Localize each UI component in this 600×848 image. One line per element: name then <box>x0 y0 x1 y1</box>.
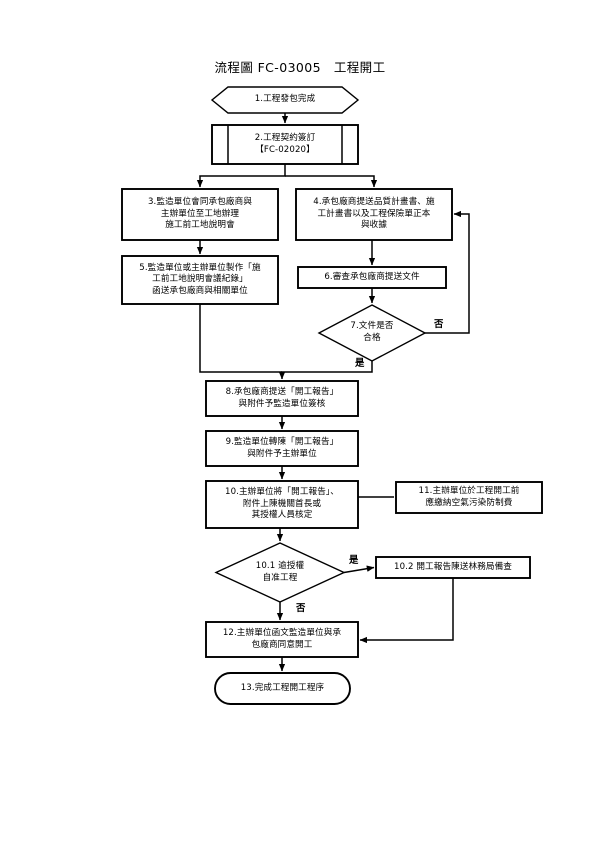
edge-7-no-to-4 <box>425 210 470 334</box>
node-shape-6-process <box>297 266 447 289</box>
node-shape-5-process <box>121 255 279 305</box>
branch-label-10-1-yes: 是 <box>349 555 359 566</box>
edge-10-1-yes-to-10-2 <box>343 565 375 574</box>
edge-2-split-trunk <box>196 164 286 188</box>
edge-2-to-4 <box>285 175 378 188</box>
node-shape-13-terminator <box>214 672 351 705</box>
node-shape-1-hexagon <box>210 86 360 114</box>
branch-label-7-no: 否 <box>434 319 444 330</box>
edge-5-to-8 <box>199 304 282 373</box>
branch-label-7-yes: 是 <box>355 358 365 369</box>
node-shape-3-process <box>121 188 279 241</box>
page-title: 流程圖 FC-03005 工程開工 <box>214 60 386 75</box>
node-shape-9-process <box>205 430 359 467</box>
node-shape-7-decision <box>317 304 427 362</box>
edge-7-yes-to-8 <box>278 361 373 380</box>
node-shape-10-1-decision <box>214 542 346 603</box>
node-shape-10-process <box>205 480 359 529</box>
node-shape-11-process <box>395 481 543 514</box>
node-shape-10-2-process <box>375 556 531 579</box>
branch-label-10-1-no: 否 <box>296 603 306 614</box>
edge-10-2-to-12 <box>359 578 454 644</box>
node-shape-4-process <box>295 188 453 241</box>
node-shape-2-predefined-process <box>211 124 359 165</box>
node-shape-12-process <box>205 621 359 658</box>
node-shape-8-process <box>205 380 359 417</box>
